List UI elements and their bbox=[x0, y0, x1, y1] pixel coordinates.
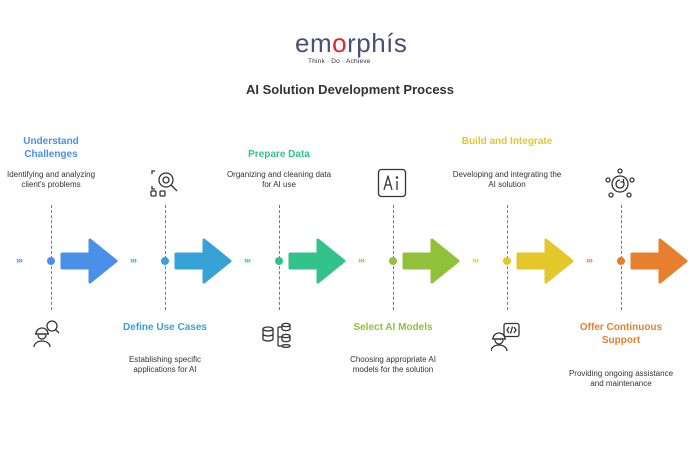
logo-word-end: rphís bbox=[347, 28, 408, 58]
step5-arrow bbox=[516, 236, 574, 286]
step6-chevrons: ››› bbox=[586, 255, 593, 265]
step3-title: Prepare Data bbox=[248, 149, 310, 160]
step2-chevrons: ››› bbox=[130, 255, 137, 265]
logo-wordmark: emorphís bbox=[295, 28, 407, 59]
step4-node bbox=[389, 257, 397, 265]
step4-title: Select AI Models bbox=[353, 322, 433, 333]
step3-node bbox=[275, 257, 283, 265]
logo-word-start: em bbox=[295, 28, 333, 58]
step2-node bbox=[161, 257, 169, 265]
step5-desc: Developing and integrating the AI soluti… bbox=[452, 170, 562, 189]
step1-chevrons: ››› bbox=[16, 255, 23, 265]
ai-chip-icon bbox=[377, 168, 407, 198]
developer-code-icon bbox=[491, 322, 521, 352]
step6-arrow bbox=[630, 236, 688, 286]
step2-title: Define Use Cases bbox=[123, 322, 207, 333]
step1-arrow bbox=[60, 236, 118, 286]
step3-desc: Organizing and cleaning data for AI use bbox=[226, 170, 332, 189]
support-cycle-icon bbox=[605, 168, 635, 198]
step6-node bbox=[617, 257, 625, 265]
step1-desc: Identifying and analyzing client's probl… bbox=[6, 170, 96, 189]
engineer-search-icon bbox=[30, 318, 60, 348]
step5-node bbox=[503, 257, 511, 265]
page-title: AI Solution Development Process bbox=[245, 82, 455, 97]
step3-chevrons: ››› bbox=[244, 255, 251, 265]
step4-chevrons: ››› bbox=[358, 255, 365, 265]
database-tree-icon bbox=[262, 320, 292, 350]
logo-tagline: Think · Do · Achieve bbox=[308, 58, 371, 65]
step2-desc: Establishing specific applications for A… bbox=[128, 355, 202, 374]
step5-title: Build and Integrate bbox=[461, 136, 553, 147]
search-nodes-icon bbox=[149, 168, 179, 198]
step6-desc: Providing ongoing assistance and mainten… bbox=[568, 369, 674, 388]
step1-node bbox=[47, 257, 55, 265]
logo-word-o: o bbox=[332, 28, 348, 58]
step1-title: Understand Challenges bbox=[23, 136, 79, 160]
step3-arrow bbox=[288, 236, 346, 286]
emorphis-logo: emorphís Think · Do · Achieve bbox=[290, 28, 410, 68]
step5-chevrons: ››› bbox=[472, 255, 479, 265]
step6-title: Offer Continuous Support bbox=[579, 322, 663, 346]
step2-arrow bbox=[174, 236, 232, 286]
step4-arrow bbox=[402, 236, 460, 286]
step4-desc: Choosing appropriate AI models for the s… bbox=[350, 355, 436, 374]
